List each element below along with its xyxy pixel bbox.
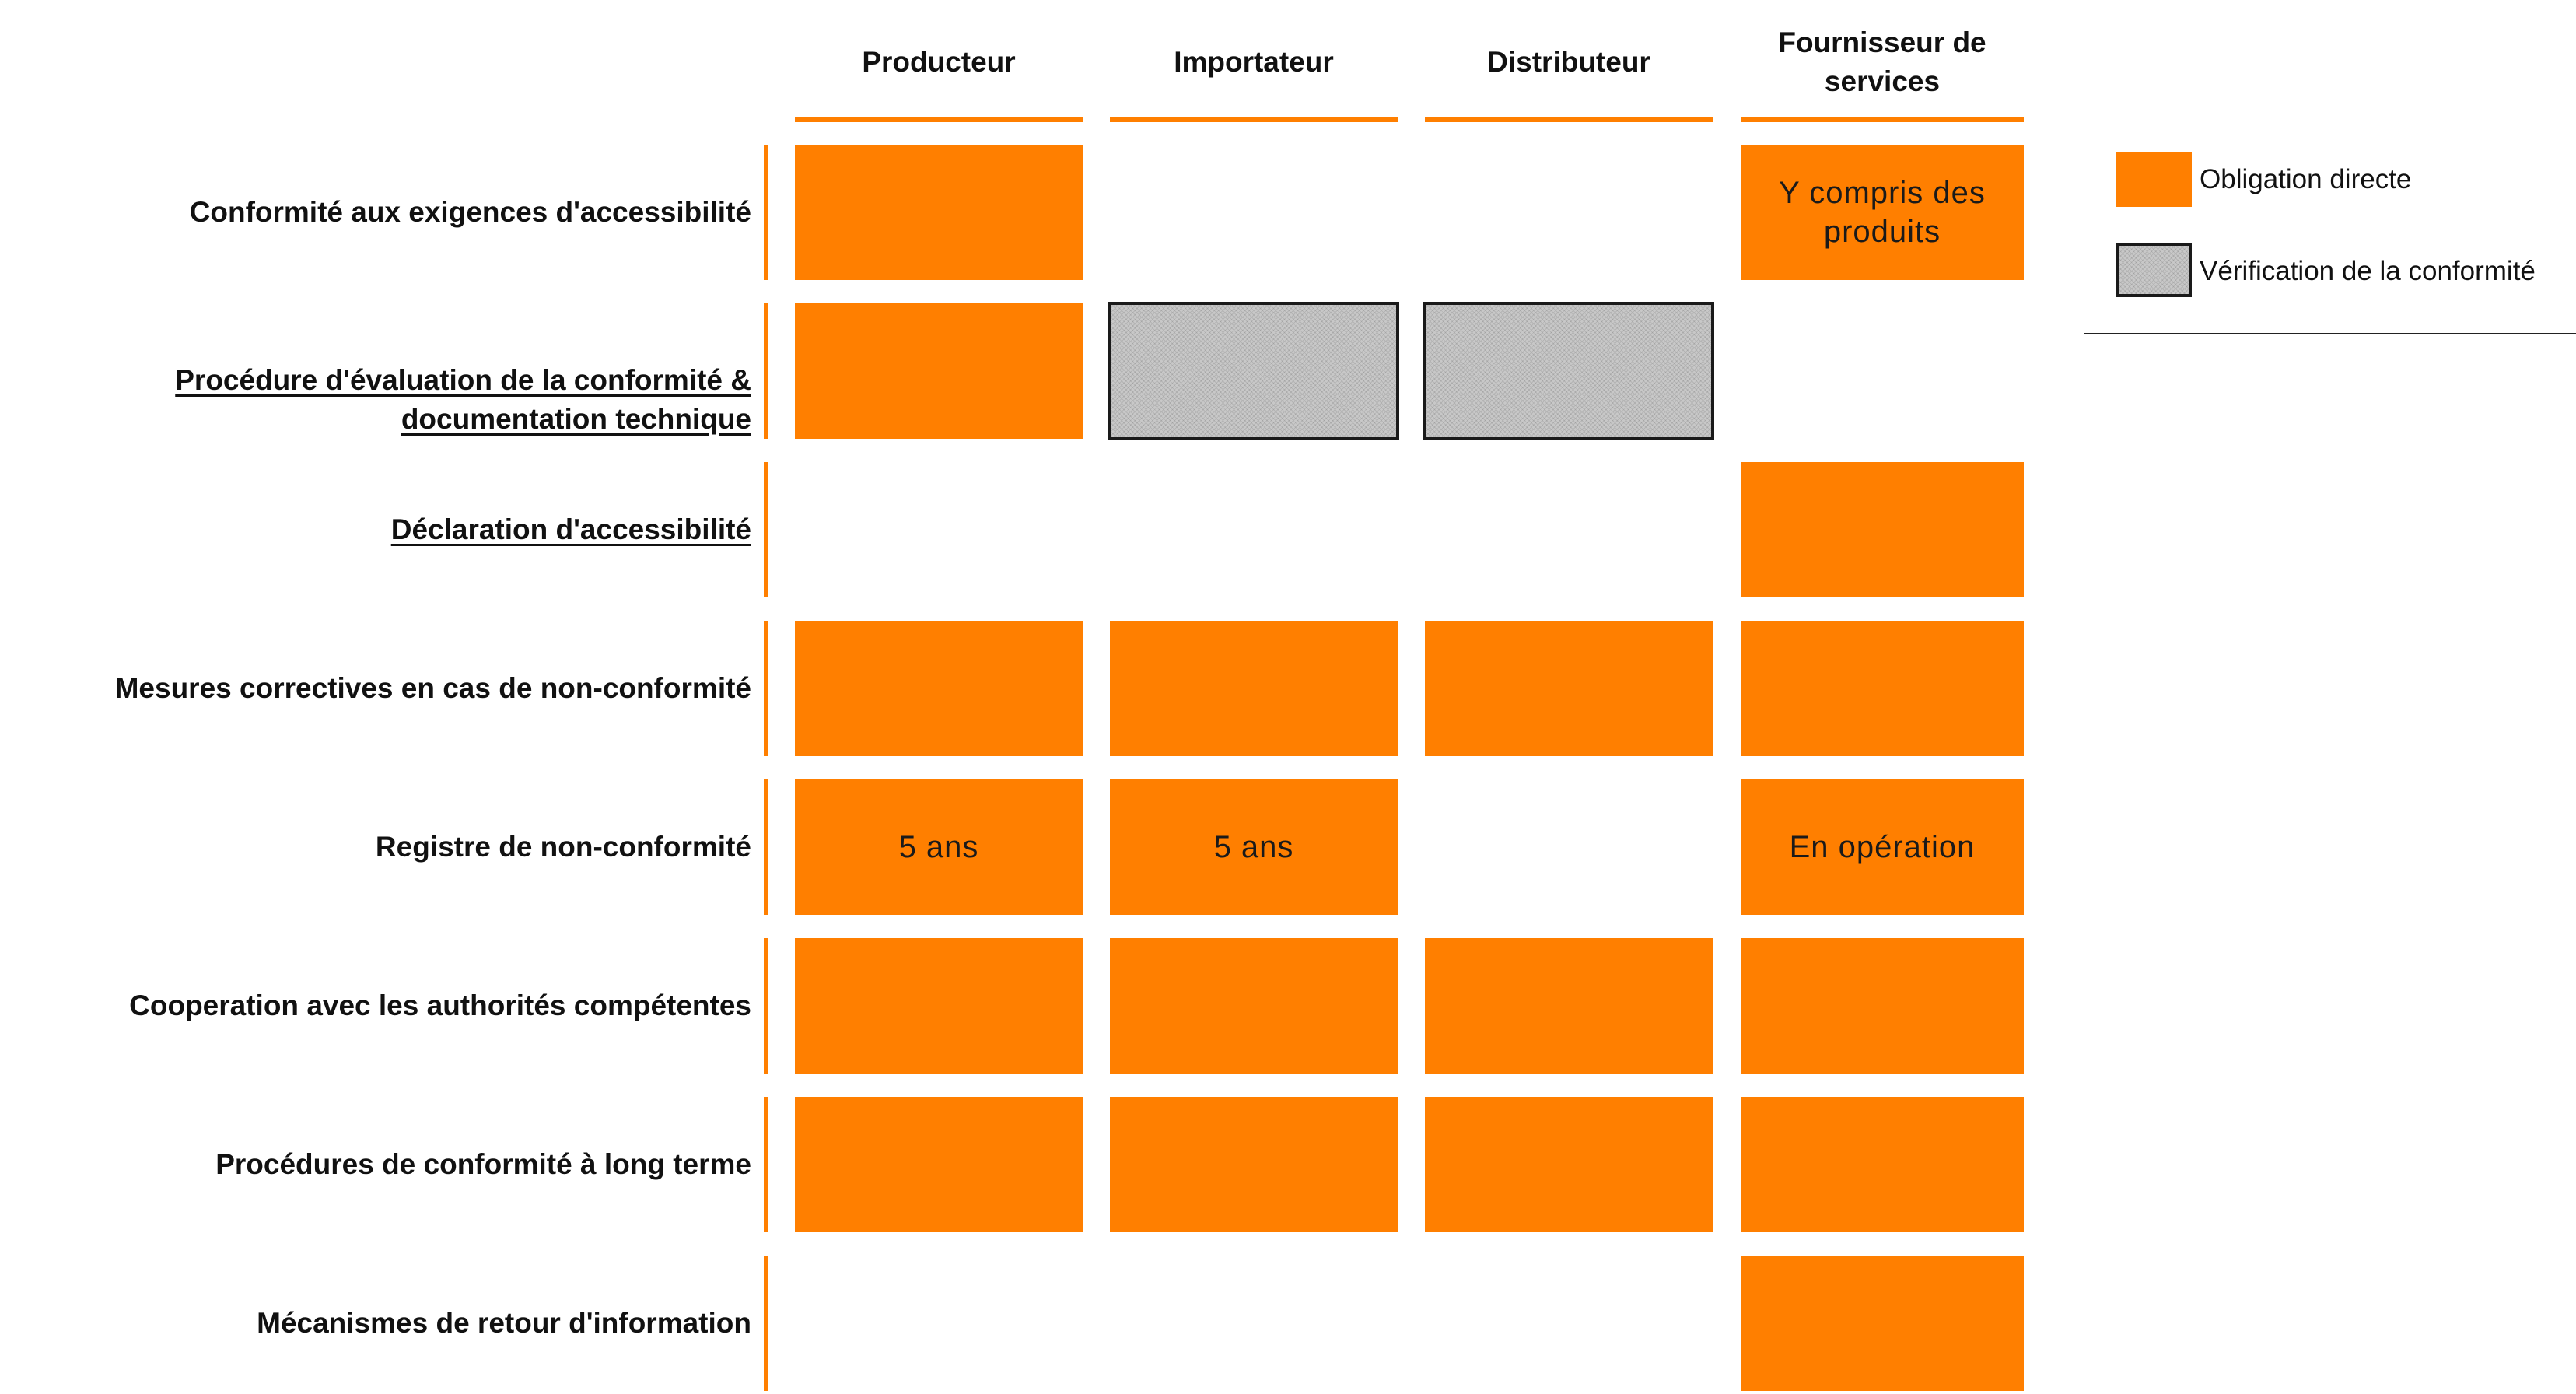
cell-long-terme-importateur [1110, 1097, 1398, 1232]
cell-conformite-fournisseur: Y compris des produits [1741, 145, 2024, 280]
row-rule [764, 1097, 768, 1232]
column-header-label-line: services [1824, 65, 1941, 97]
column-header-label: Distributeur [1487, 46, 1650, 78]
row-label-declaration-accessibilite-link[interactable]: Déclaration d'accessibilité [47, 462, 751, 597]
row-label-mesures-correctives: Mesures correctives en cas de non-confor… [47, 621, 751, 756]
legend-label-verification: Vérification de la conformité [2200, 256, 2536, 286]
cell-text-line: produits [1823, 215, 1941, 249]
row-label-text: Procédures de conformité à long terme [215, 1148, 751, 1180]
column-header-importateur: Importateur [1110, 0, 1398, 124]
cell-long-terme-distributeur [1425, 1097, 1713, 1232]
cell-text: 5 ans [898, 830, 979, 864]
cell-mesures-fournisseur [1741, 621, 2024, 756]
column-header-distributeur: Distributeur [1425, 0, 1713, 124]
row-label-text: Registre de non-conformité [375, 831, 751, 863]
cell-registre-fournisseur: En opération [1741, 779, 2024, 915]
row-rule [764, 145, 768, 280]
row-label-procedure-evaluation-link[interactable]: Procédure d'évaluation de la conformité … [47, 303, 751, 439]
cell-cooperation-distributeur [1425, 938, 1713, 1074]
cell-registre-producteur: 5 ans [795, 779, 1083, 915]
row-rule [764, 1256, 768, 1391]
cell-text-line: Y compris des [1779, 176, 1986, 210]
row-label-text: Cooperation avec les authorités compéten… [129, 989, 751, 1021]
cell-mesures-importateur [1110, 621, 1398, 756]
cell-text: 5 ans [1213, 830, 1294, 864]
cell-retour-fournisseur [1741, 1256, 2024, 1391]
row-label-line: Procédure d'évaluation de la conformité … [175, 364, 751, 396]
legend-divider [2084, 333, 2576, 334]
row-label-conformite-exigences: Conformité aux exigences d'accessibilité [47, 145, 751, 280]
cell-cooperation-producteur [795, 938, 1083, 1074]
column-header-fournisseur-de-services: Fournisseur de services [1741, 0, 2024, 124]
legend-swatch-verification [2116, 243, 2192, 297]
cell-mesures-distributeur [1425, 621, 1713, 756]
row-label-line: documentation technique [401, 403, 751, 435]
row-rule [764, 462, 768, 597]
column-header-label: Producteur [862, 46, 1016, 78]
legend-swatch-direct [2116, 152, 2192, 207]
column-rule-fournisseur [1741, 117, 2024, 122]
cell-procedure-importateur [1108, 302, 1399, 440]
row-label-text: Mesures correctives en cas de non-confor… [114, 672, 751, 704]
cell-long-terme-fournisseur [1741, 1097, 2024, 1232]
cell-mesures-producteur [795, 621, 1083, 756]
column-rule-producteur [795, 117, 1083, 122]
row-label-procedures-long-terme: Procédures de conformité à long terme [47, 1097, 751, 1232]
cell-procedure-producteur [795, 303, 1083, 439]
column-header-label: Importateur [1174, 46, 1334, 78]
row-label-mecanismes-retour: Mécanismes de retour d'information [47, 1256, 751, 1391]
cell-text: En opération [1789, 830, 1976, 864]
row-label-text: Mécanismes de retour d'information [257, 1307, 751, 1339]
row-label-text: Déclaration d'accessibilité [390, 513, 751, 545]
cell-cooperation-importateur [1110, 938, 1398, 1074]
cell-procedure-distributeur [1423, 302, 1714, 440]
legend-label-direct: Obligation directe [2200, 164, 2412, 194]
column-header-label-line: Fournisseur de [1778, 26, 1986, 58]
cell-declaration-fournisseur [1741, 462, 2024, 597]
cell-registre-importateur: 5 ans [1110, 779, 1398, 915]
row-rule [764, 303, 768, 439]
column-rule-distributeur [1425, 117, 1713, 122]
row-label-text: Conformité aux exigences d'accessibilité [189, 196, 751, 228]
row-rule [764, 938, 768, 1074]
column-header-producteur: Producteur [795, 0, 1083, 124]
row-rule [764, 779, 768, 915]
cell-long-terme-producteur [795, 1097, 1083, 1232]
cell-conformite-producteur [795, 145, 1083, 280]
column-rule-importateur [1110, 117, 1398, 122]
row-label-cooperation: Cooperation avec les authorités compéten… [47, 938, 751, 1074]
row-label-registre: Registre de non-conformité [47, 779, 751, 915]
cell-cooperation-fournisseur [1741, 938, 2024, 1074]
row-rule [764, 621, 768, 756]
